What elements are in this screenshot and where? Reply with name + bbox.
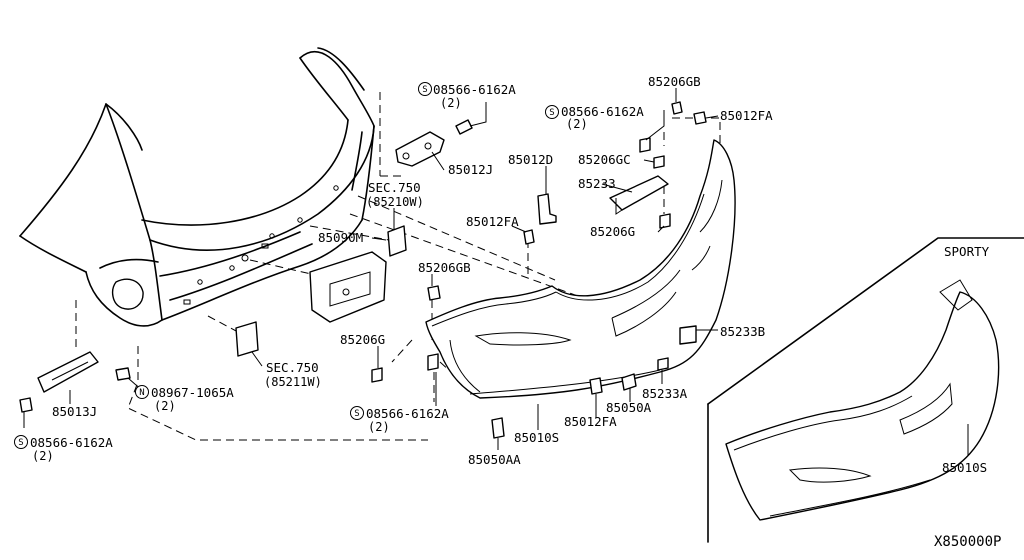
rear-bumper-fascia [425,139,736,399]
callout-qty: (2) [154,399,176,413]
callout-qty: (2) [566,117,588,131]
callout-text: SEC.750 [368,180,421,195]
callout-85206g-right: 85206G [590,224,635,239]
retainer-85233-part [609,175,669,215]
callout-08566-top: S 08566-6162A (2) [418,82,516,110]
clip-85206gb-mid-part [427,285,441,301]
retainer-85233a-part [657,357,669,371]
callout-text: 08967-1065A [151,385,234,400]
callout-85233b: 85233B [720,324,765,339]
clip-85206gb-top-part [671,101,683,115]
callout-sec750-a: SEC.750 (85210W) [366,180,424,209]
callout-text: 08566-6162A [366,406,449,421]
callout-85010s: 85010S [514,430,559,445]
callout-sec750-b: SEC.750 (85211W) [264,360,322,389]
callout-85050a: 85050A [606,400,652,415]
callout-qty: (2) [440,96,462,110]
diagram-id: X850000P [934,534,1001,550]
absorber-85090m-part [309,251,387,323]
callout-text: 08566-6162A [30,435,113,450]
module-sec750-b-part [235,321,259,357]
screw-upper-part [455,119,473,135]
callout-85012fa-top: 85012FA [720,108,773,123]
clip-85206g-mid-part [371,367,383,383]
bracket-85013j-part [37,351,99,393]
nut-08967-part [115,367,131,381]
callout-85206g-mid: 85206G [340,332,385,347]
callout-sub: (85210W) [366,195,424,209]
bolt-85050a-part [621,373,637,391]
callout-prefix: N [139,388,144,398]
callout-85012fa-bot: 85012FA [564,414,617,429]
callout-prefix: S [549,108,554,118]
vehicle-body-illustration [19,47,375,327]
bracket-85012j-part [395,131,445,167]
callout-85012d: 85012D [508,152,553,167]
screw-85012fa-mid-part [523,229,535,245]
screw-08566-mid-part [639,137,651,153]
callout-text: 08566-6162A [561,104,644,119]
callout-85010s-sporty: 85010S [942,460,987,475]
screw-85012fa-top-part [693,111,707,125]
callout-prefix: S [354,409,359,419]
callout-85206gb-top: 85206GB [648,74,701,89]
sporty-label: SPORTY [944,244,990,259]
callout-85012fa-mid: 85012FA [466,214,519,229]
callout-85012j: 85012J [448,162,493,177]
callout-85050aa: 85050AA [468,452,521,467]
screw-08566-bottom-part [427,353,439,371]
callout-text: 08566-6162A [433,82,516,97]
callout-qty: (2) [368,420,390,434]
module-sec750-a-part [387,225,407,257]
callout-08566-bottom: S 08566-6162A (2) [350,406,449,434]
callout-85090m: 85090M [318,230,363,245]
screw-85012fa-bot-part [589,377,603,395]
leader-lines [23,88,719,450]
callout-85206gb-mid: 85206GB [418,260,471,275]
callout-prefix: S [422,85,427,95]
bolt-85050aa-part [491,417,505,439]
retainer-85233b-part [679,325,697,345]
screw-08566-left-part [19,397,33,413]
clip-85206g-right-part [659,213,671,229]
callout-85233a: 85233A [642,386,688,401]
callout-text: SEC.750 [266,360,319,375]
clip-85206gc-part [653,155,665,169]
sporty-inset: SPORTY [707,237,1024,543]
callout-85206gc: 85206GC [578,152,631,167]
callout-qty: (2) [32,449,54,463]
callout-85233: 85233 [578,176,616,191]
callout-08967: N 08967-1065A (2) [135,385,234,413]
callout-08566-left: S 08566-6162A (2) [14,435,113,463]
callout-85013j: 85013J [52,404,97,419]
callout-prefix: S [18,438,23,448]
bracket-85012d-part [537,193,557,225]
callout-08566-mid: S 08566-6162A (2) [545,104,644,131]
callout-sub: (85211W) [264,375,322,389]
